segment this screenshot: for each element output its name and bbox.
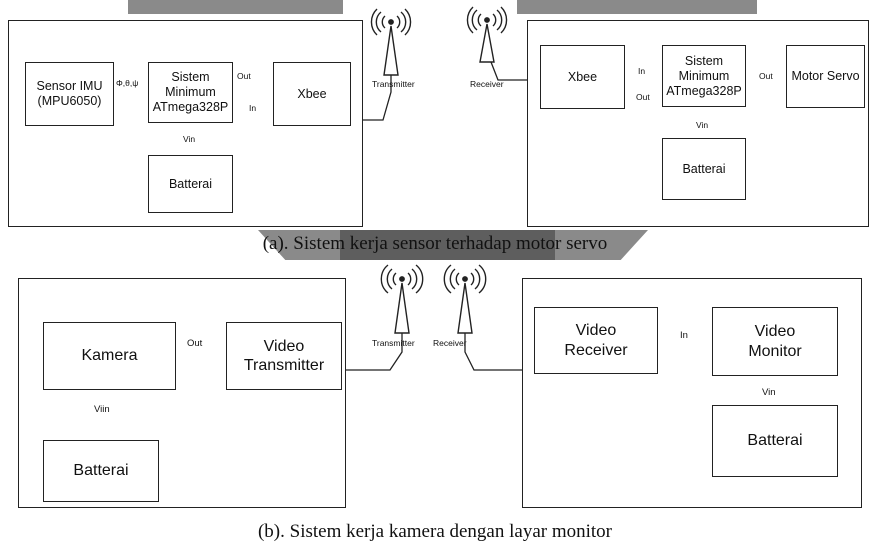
vin-label-a-tx: Vin bbox=[183, 134, 196, 144]
vin-label-a-rx: Vin bbox=[696, 120, 709, 130]
xbee-tx-label: Xbee bbox=[297, 86, 327, 101]
video-receiver-label: Video Receiver bbox=[564, 322, 628, 359]
sensor-imu-box: Sensor IMU (MPU6050) bbox=[25, 62, 114, 126]
out-label-a-rx: Out bbox=[636, 92, 650, 102]
min-system-tx-label: Sistem Minimum ATmega328P bbox=[152, 70, 229, 114]
in-label-b: In bbox=[680, 330, 688, 341]
xbee-rx-label: Xbee bbox=[567, 69, 598, 84]
out-label-a-motor: Out bbox=[759, 71, 773, 81]
out-label-a-tx: Out bbox=[237, 71, 251, 81]
receiver-label-b: Receiver bbox=[433, 338, 467, 348]
angle-label: Φ,θ,ψ bbox=[116, 78, 139, 88]
xbee-rx-box: Xbee bbox=[540, 45, 625, 109]
battery-camera-box: Batterai bbox=[43, 440, 159, 502]
caption-b: (b). Sistem kerja kamera dengan layar mo… bbox=[257, 521, 612, 542]
battery-tx-box: Batterai bbox=[148, 155, 233, 213]
min-system-tx-box: Sistem Minimum ATmega328P bbox=[148, 62, 233, 123]
video-transmitter-box: Video Transmitter bbox=[226, 322, 342, 390]
video-transmitter-label: Video Transmitter bbox=[243, 337, 325, 374]
antenna-tx-b-icon bbox=[380, 264, 424, 334]
min-system-rx-box: Sistem Minimum ATmega328P bbox=[662, 45, 746, 107]
battery-rx-label: Batterai bbox=[682, 161, 726, 176]
battery-tx-label: Batterai bbox=[168, 176, 213, 191]
sensor-imu-label: Sensor IMU (MPU6050) bbox=[36, 79, 103, 108]
motor-servo-box: Motor Servo bbox=[786, 45, 865, 108]
receiver-label-a: Receiver bbox=[470, 79, 504, 89]
camera-label: Kamera bbox=[81, 347, 138, 365]
caption-a: (a). Sistem kerja sensor terhadap motor … bbox=[262, 233, 608, 254]
transmitter-label-b: Transmitter bbox=[372, 338, 415, 348]
in-label-a-tx: In bbox=[249, 103, 257, 113]
camera-box: Kamera bbox=[43, 322, 176, 390]
battery-rx-box: Batterai bbox=[662, 138, 746, 200]
in-label-a-rx: In bbox=[638, 66, 646, 76]
top-band-right bbox=[517, 0, 757, 14]
min-system-rx-label: Sistem Minimum ATmega328P bbox=[666, 53, 742, 98]
middle-band-dark bbox=[340, 230, 555, 260]
antenna-rx-b-icon bbox=[443, 264, 487, 334]
battery-monitor-box: Batterai bbox=[712, 405, 838, 477]
top-band-left bbox=[128, 0, 343, 14]
video-receiver-box: Video Receiver bbox=[534, 307, 658, 374]
video-monitor-label: Video Monitor bbox=[748, 323, 802, 360]
out-label-b: Out bbox=[187, 338, 203, 349]
antenna-tx-a-icon bbox=[370, 8, 412, 76]
transmitter-label-a: Transmitter bbox=[372, 79, 415, 89]
vin-label-b-cam: Viin bbox=[94, 404, 110, 415]
vin-label-b-mon: Vin bbox=[762, 387, 776, 398]
video-monitor-box: Video Monitor bbox=[712, 307, 838, 376]
motor-servo-label: Motor Servo bbox=[791, 69, 860, 83]
battery-monitor-label: Batterai bbox=[747, 432, 803, 450]
antenna-rx-a-icon bbox=[466, 6, 508, 63]
battery-camera-label: Batterai bbox=[73, 462, 129, 480]
xbee-tx-box: Xbee bbox=[273, 62, 351, 126]
